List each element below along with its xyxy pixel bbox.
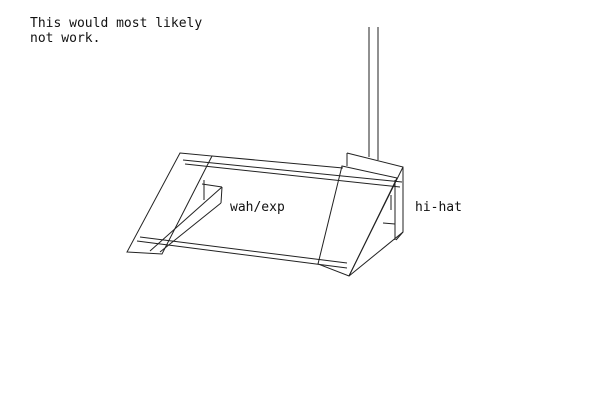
rail-line [211, 155, 344, 169]
frame-line [348, 231, 404, 277]
frame-line [348, 166, 404, 277]
rail-line [184, 163, 401, 188]
rail-line [139, 236, 348, 264]
note-line-1: This would most likely [30, 16, 203, 31]
top-rails [182, 155, 403, 188]
hihat-frame-lines [346, 153, 404, 277]
back-plate-outline [346, 152, 404, 241]
annotation-note: This would most likely not work. [30, 16, 202, 46]
rail-line [136, 240, 348, 269]
bottom-rails [136, 236, 348, 269]
hihat-back-plate [346, 152, 404, 241]
note-line-2: not work. [30, 31, 101, 46]
rail-line [182, 159, 403, 183]
hi-hat-label: hi-hat [415, 200, 462, 215]
hihat-pole [368, 27, 379, 160]
wah-pedal-wedge [149, 180, 223, 253]
frame-line [382, 222, 396, 225]
wah-exp-label: wah/exp [230, 200, 285, 215]
wedge-line [149, 186, 223, 252]
wedge-line [201, 183, 223, 188]
wedge-line [159, 202, 222, 253]
wah-plate-outline [126, 152, 213, 255]
wedge-line [220, 186, 223, 204]
wah-pedal-plate [126, 152, 213, 255]
